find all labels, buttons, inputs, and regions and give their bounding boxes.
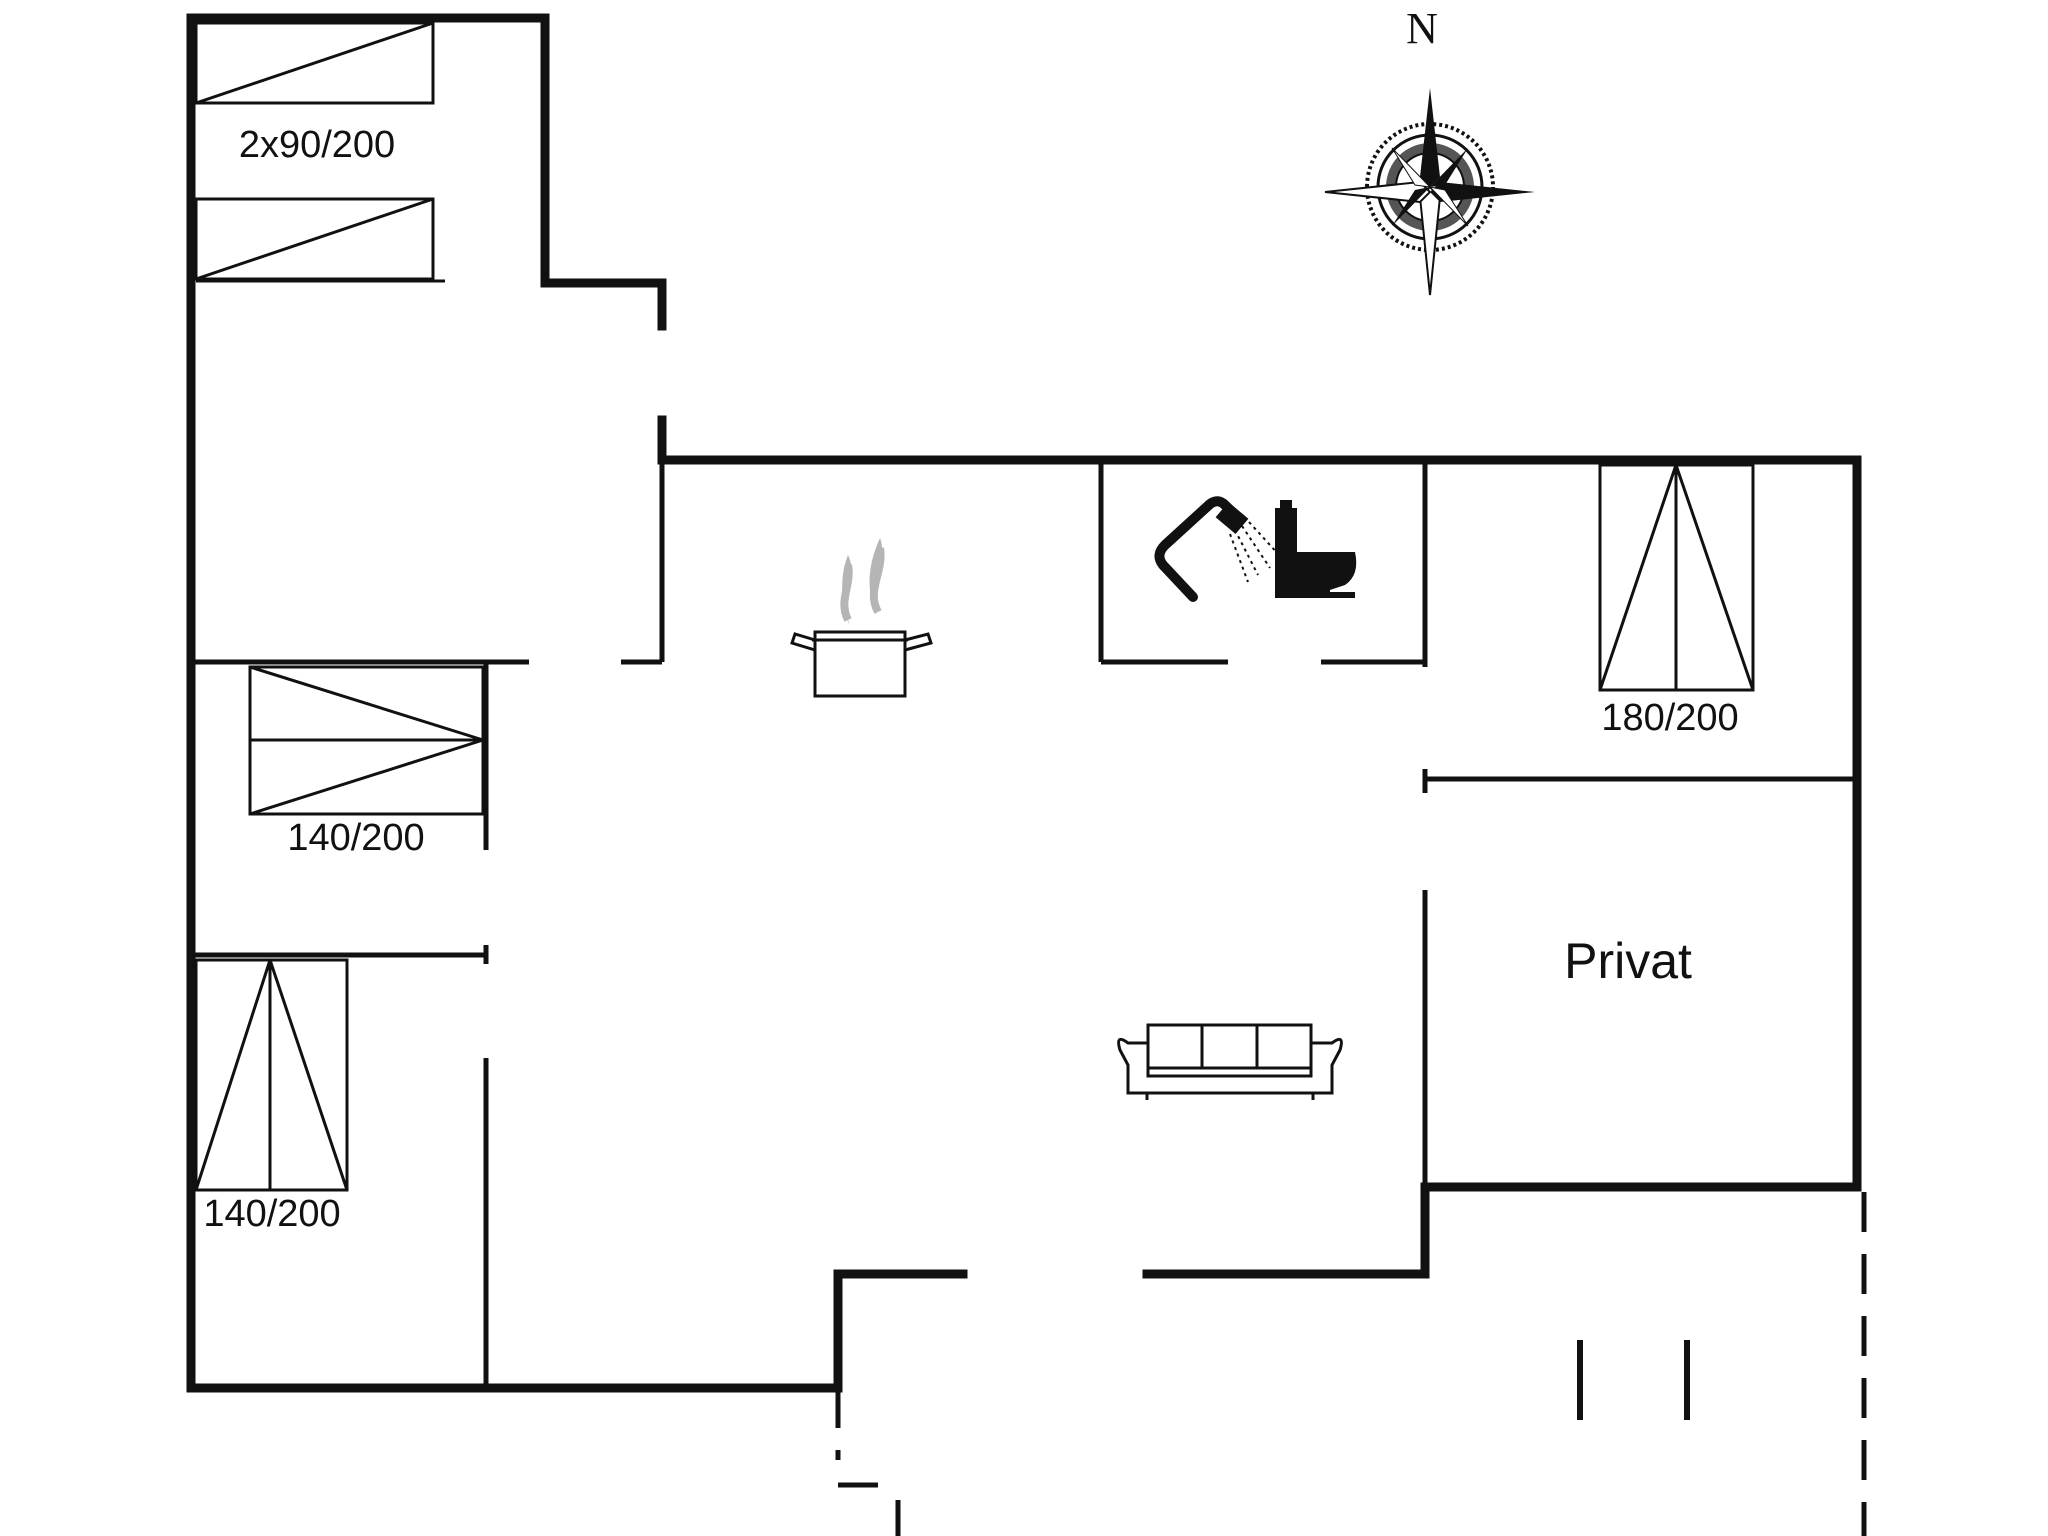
- double-bed-icon: [248, 665, 485, 816]
- bed-size-label: 140/200: [287, 817, 424, 859]
- cooking-pot-icon: [790, 538, 933, 698]
- toilet-icon: [1275, 500, 1357, 598]
- compass-rose-icon: [1324, 88, 1535, 296]
- bed-size-label: 140/200: [203, 1193, 340, 1235]
- terrace-outline: [835, 1192, 1867, 1536]
- shower-icon: [1154, 496, 1281, 602]
- double-bed-icon: [194, 958, 349, 1192]
- terrace-posts: [1577, 1340, 1690, 1420]
- compass-north-label: N: [1406, 4, 1438, 53]
- single-beds-icon: [194, 21, 445, 283]
- sofa-icon: [1117, 1023, 1343, 1100]
- double-bed-icon: [1598, 463, 1755, 692]
- private-room-label: Privat: [1564, 933, 1692, 989]
- bed-size-label: 180/200: [1601, 697, 1738, 739]
- bed-size-label: 2x90/200: [239, 124, 395, 166]
- interior-walls: [191, 460, 1857, 1388]
